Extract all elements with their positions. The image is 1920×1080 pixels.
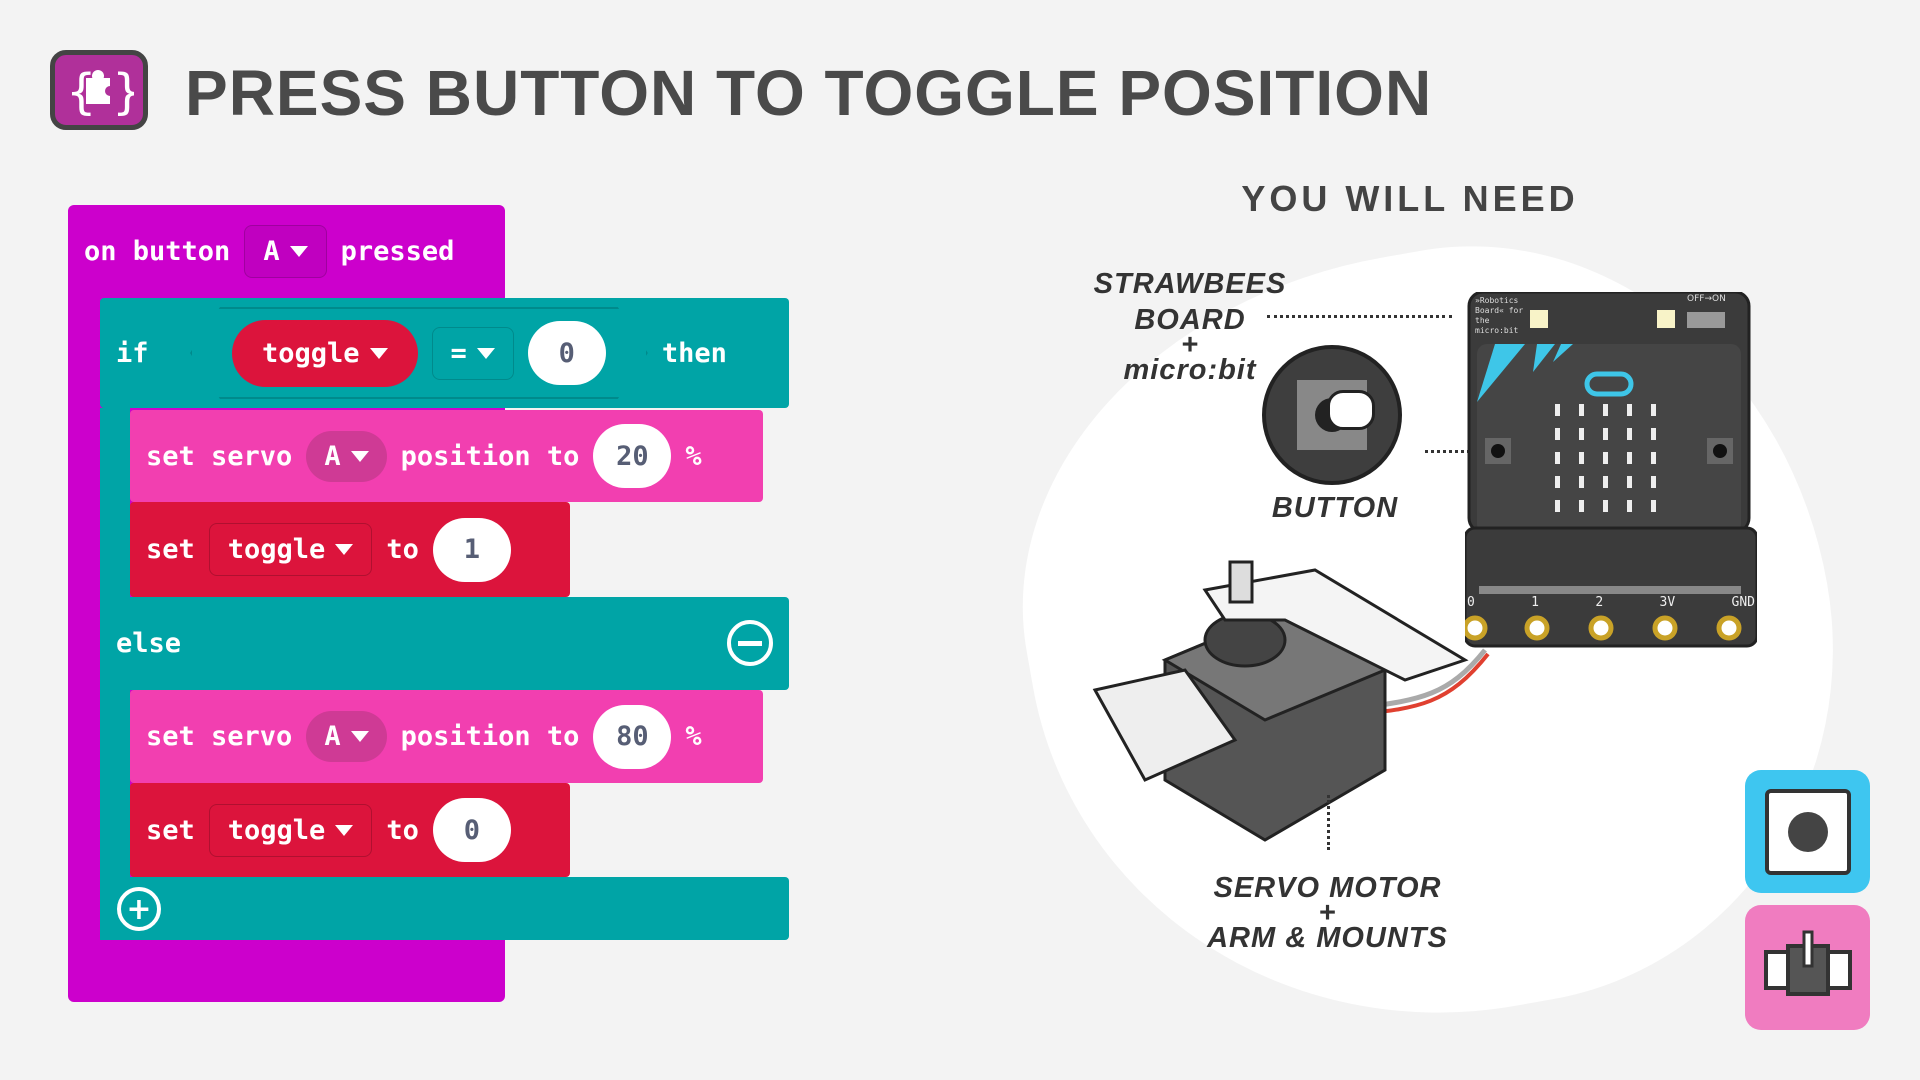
button-leader-line: [1425, 450, 1500, 453]
if-row: if toggle = 0 then: [100, 298, 789, 408]
event-label: on button: [84, 235, 231, 267]
unit-label: %: [685, 440, 702, 472]
value-input[interactable]: 0: [432, 798, 511, 862]
event-block[interactable]: on button A pressed: [68, 205, 454, 297]
block-label: to: [386, 534, 419, 565]
svg-text:}: }: [112, 64, 134, 120]
chevron-down-icon: [477, 348, 495, 359]
set-servo-block-else[interactable]: set servo A position to 80 %: [130, 690, 763, 783]
else-keyword: else: [116, 628, 182, 659]
board-label: STRAWBEES BOARD+micro:bit: [1093, 268, 1287, 386]
else-row: else: [100, 597, 789, 690]
chevron-down-icon: [335, 544, 354, 555]
variable-dropdown[interactable]: toggle: [208, 523, 373, 576]
servo-leader-line: [1327, 795, 1330, 850]
you-will-need-heading: YOU WILL NEED: [1241, 178, 1579, 219]
category-icon: {}: [50, 50, 148, 130]
button-input-icon: [1745, 770, 1870, 893]
position-input[interactable]: 20: [593, 424, 672, 488]
servo-output-icon: [1745, 905, 1870, 1030]
value-input[interactable]: 1: [432, 517, 511, 582]
strawbees-board-microbit: »Robotics Board« for the micro:bit OFF→O…: [1462, 290, 1759, 648]
add-else-icon[interactable]: +: [117, 887, 161, 931]
position-input[interactable]: 80: [593, 704, 672, 769]
power-switch-label: OFF→ON: [1687, 294, 1726, 304]
button-closeup-icon: [1262, 345, 1402, 485]
variable-dropdown[interactable]: toggle: [208, 803, 373, 857]
board-leader-line: [1267, 315, 1452, 318]
then-keyword: then: [661, 337, 727, 369]
servo-motor-illustration: [1085, 550, 1515, 850]
unit-label: %: [685, 721, 702, 752]
toggle-variable-dropdown[interactable]: toggle: [232, 320, 418, 387]
button-dropdown[interactable]: A: [244, 224, 327, 278]
set-servo-block-then[interactable]: set servo A position to 20 %: [130, 410, 763, 502]
chevron-down-icon: [289, 245, 308, 257]
block-label: position to: [400, 721, 580, 752]
block-label: set servo: [146, 440, 293, 472]
button-label: BUTTON: [1271, 492, 1399, 524]
compare-value-input[interactable]: 0: [528, 321, 606, 385]
chevron-down-icon: [370, 348, 388, 359]
chevron-down-icon: [350, 731, 369, 742]
set-variable-block-then[interactable]: set toggle to 1: [130, 502, 570, 597]
chevron-down-icon: [335, 824, 354, 836]
block-label: set: [146, 534, 195, 565]
servo-dropdown[interactable]: A: [306, 711, 387, 762]
servo-dropdown[interactable]: A: [306, 430, 387, 482]
block-label: set: [146, 814, 195, 846]
servo-label: SERVO MOTOR+ARM & MOUNTS: [1207, 872, 1448, 954]
block-label: to: [386, 814, 419, 846]
set-variable-block-else[interactable]: set toggle to 0: [130, 783, 570, 877]
block-label: set servo: [146, 721, 293, 752]
operator-dropdown[interactable]: =: [432, 327, 514, 380]
page-title: PRESS BUTTON TO TOGGLE POSITION: [185, 57, 1433, 129]
if-keyword: if: [116, 337, 149, 369]
if-block-footer: [100, 877, 789, 940]
chevron-down-icon: [350, 450, 369, 462]
event-suffix: pressed: [340, 235, 455, 267]
compare-block[interactable]: toggle = 0: [190, 307, 648, 399]
remove-else-icon[interactable]: [727, 620, 773, 666]
board-brand-text: »Robotics Board« for the micro:bit: [1475, 296, 1524, 335]
block-label: position to: [400, 440, 580, 472]
